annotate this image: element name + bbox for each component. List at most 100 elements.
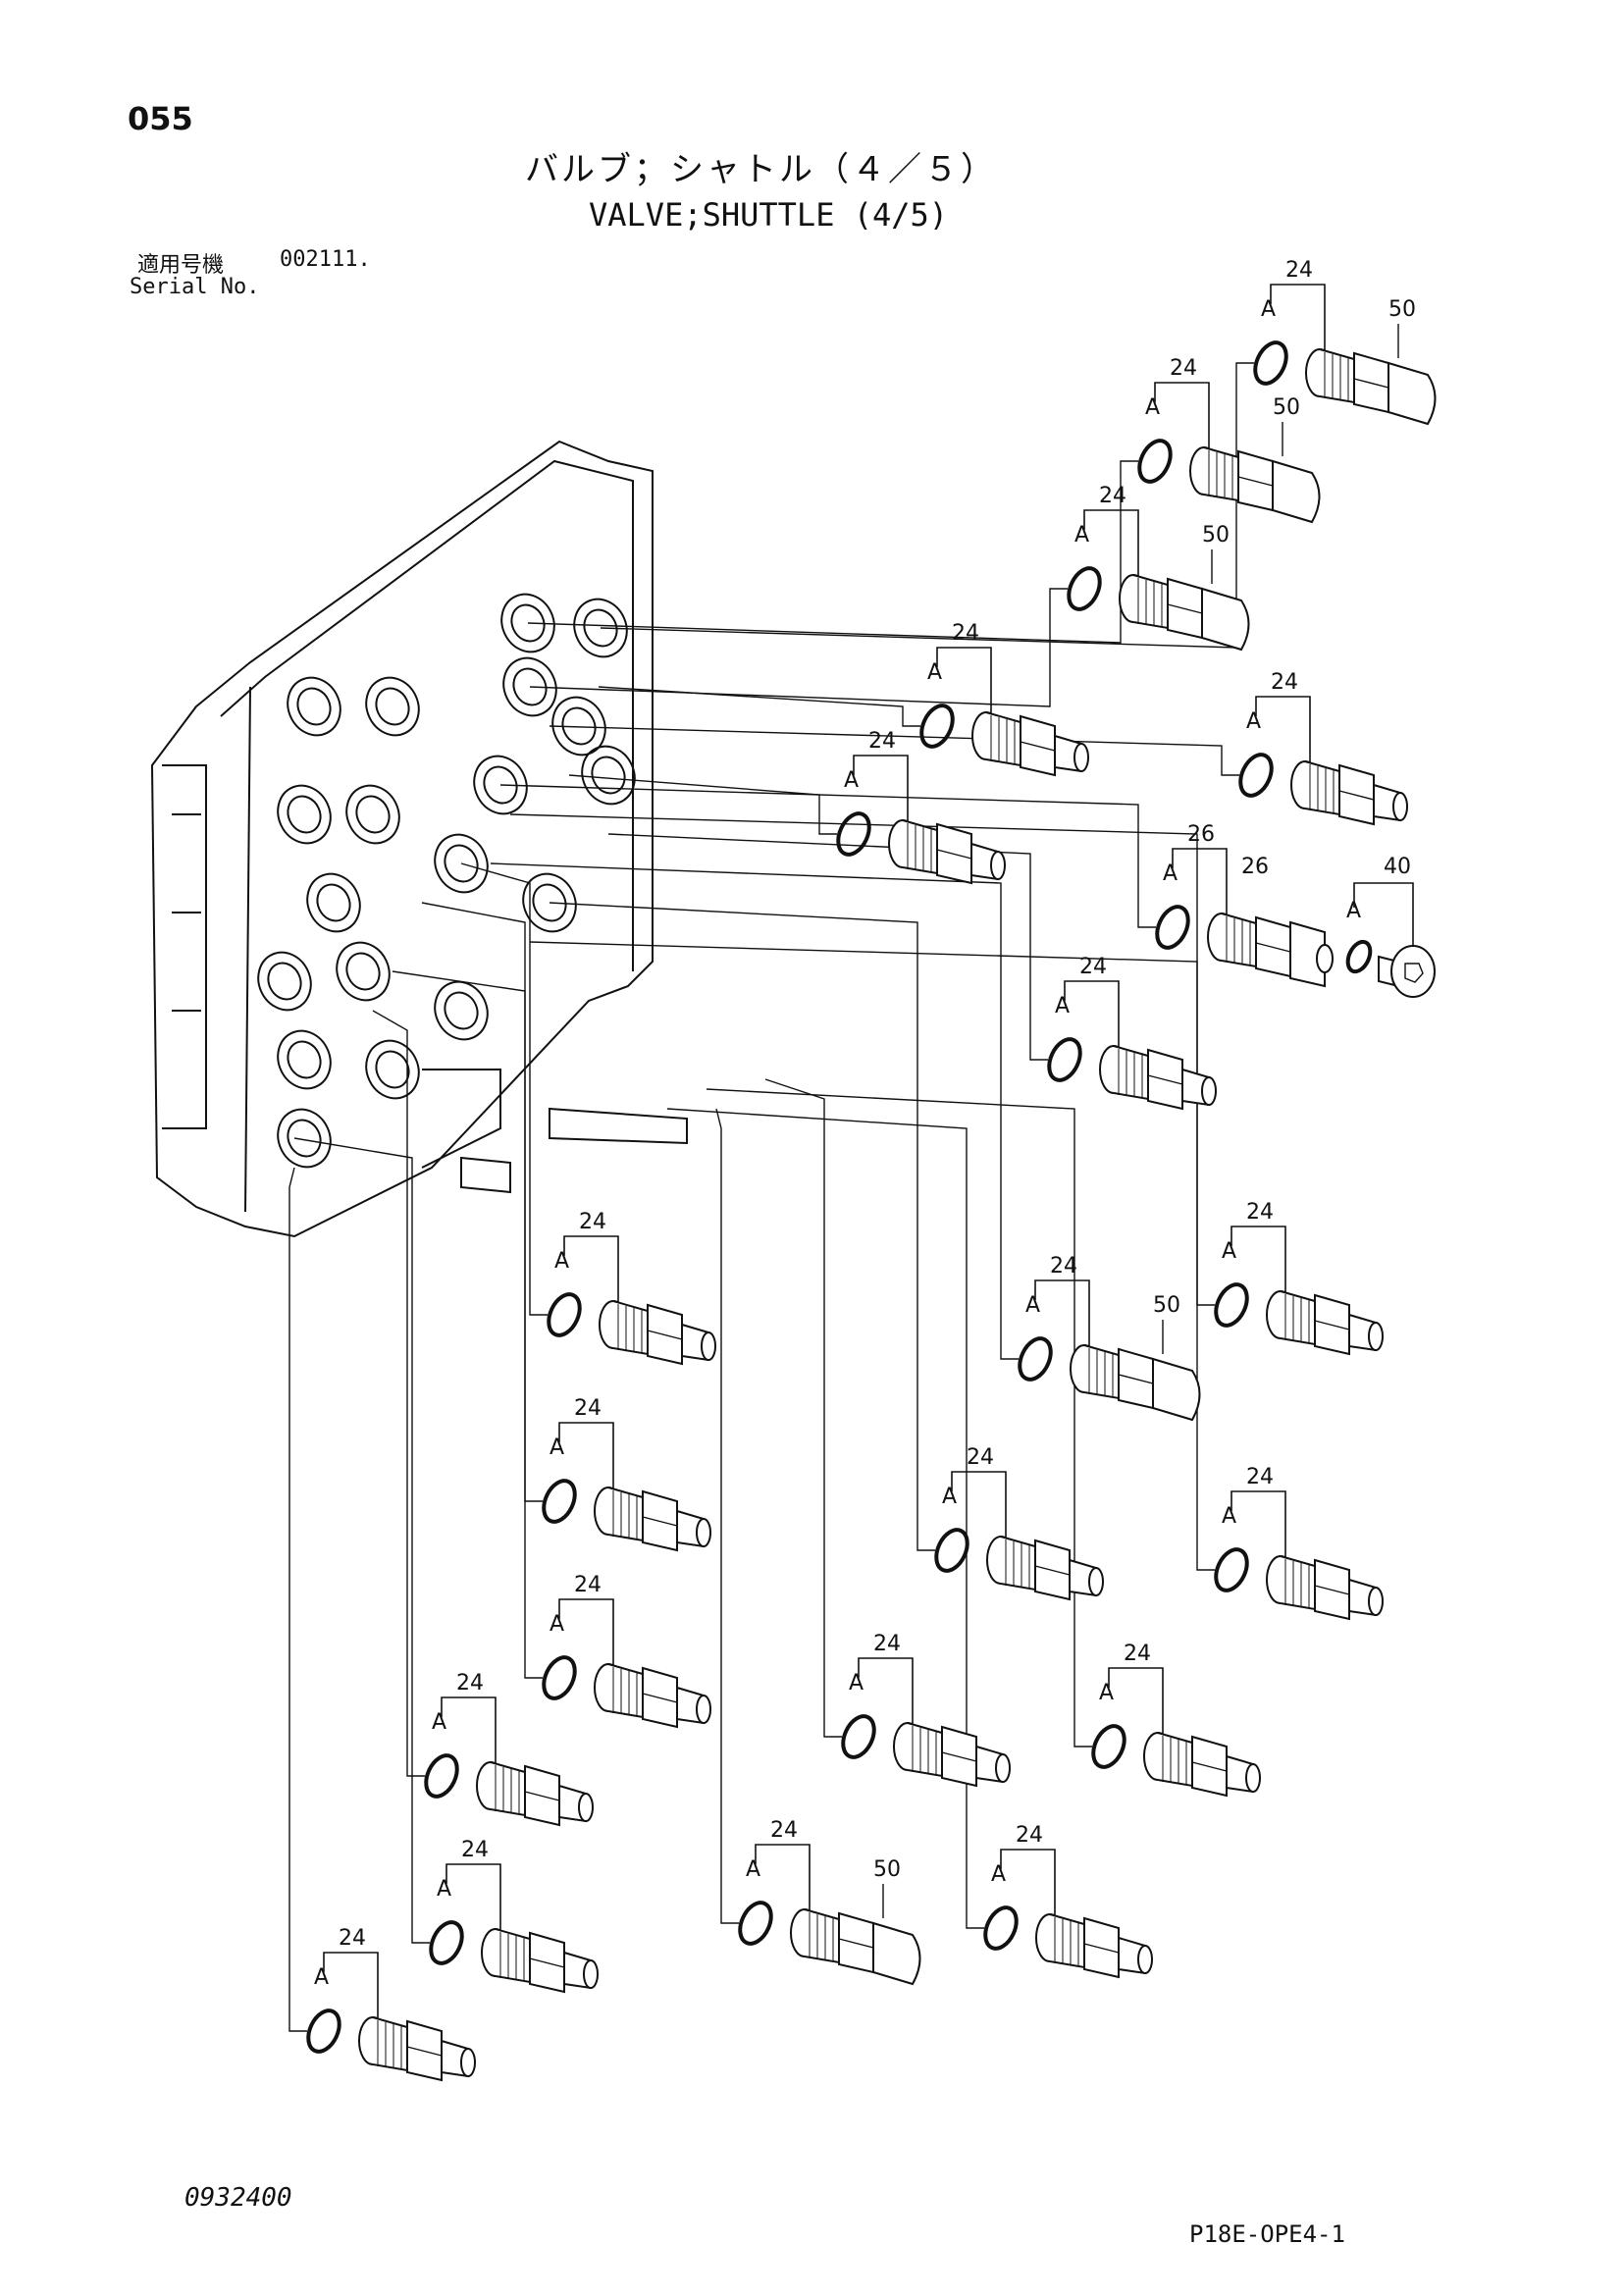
- port-outer: [345, 784, 400, 845]
- part-number-label: 24: [1246, 1465, 1274, 1489]
- port-inner: [375, 687, 410, 726]
- part-number-label: 24: [461, 1838, 489, 1862]
- part-number-label: 24: [868, 729, 896, 754]
- oring: [1018, 1336, 1053, 1382]
- port-outer: [434, 980, 489, 1041]
- hex-edge: [1338, 790, 1375, 801]
- leader-line: [666, 1108, 984, 1929]
- part-number-label: 24: [770, 1818, 798, 1843]
- part-number-label: 24: [873, 1632, 901, 1656]
- callout-bracket: [1000, 1849, 1056, 1918]
- callout-bracket: [1230, 1226, 1286, 1295]
- flare-tip: [578, 1793, 594, 1822]
- page-number: 055: [128, 100, 193, 137]
- port-outer: [257, 951, 312, 1012]
- part-number-label: 24: [1124, 1642, 1151, 1666]
- leader-line: [529, 588, 1068, 707]
- oring: [542, 1479, 577, 1524]
- fitting-assembly-f22: A24: [306, 1926, 476, 2082]
- title-japanese: バルブ；シャトル（４／５）: [525, 150, 997, 189]
- flare-tip: [701, 1331, 716, 1361]
- leader-line: [764, 1078, 842, 1738]
- fitting-assembly-f4: A24: [919, 621, 1089, 777]
- hex-edge: [1020, 741, 1056, 752]
- callout-bracket: [1255, 696, 1311, 765]
- part-number-label: 24: [967, 1445, 994, 1470]
- port-inner: [287, 1040, 322, 1079]
- callout-bracket: [1270, 284, 1326, 353]
- oring-label: A: [554, 1249, 569, 1274]
- hex-edge: [1167, 603, 1203, 614]
- port-inner: [532, 883, 567, 922]
- leader-line: [529, 941, 1215, 1571]
- flare-tip: [1245, 1763, 1261, 1793]
- part-number-label: 24: [1170, 356, 1197, 381]
- port-inner: [296, 687, 332, 726]
- callout-bracket: [563, 1235, 619, 1305]
- leader-line: [392, 970, 543, 1679]
- callout-bracket: [1154, 382, 1210, 451]
- oring-label: A: [437, 1877, 451, 1902]
- oring-label: A: [1099, 1681, 1114, 1705]
- flare-tip: [995, 1753, 1011, 1783]
- plug-part-label: 50: [1202, 523, 1230, 548]
- valve-body: [150, 440, 688, 1238]
- oring: [424, 1753, 459, 1799]
- port-inner: [267, 962, 302, 1001]
- oring: [547, 1292, 582, 1337]
- oring-label: A: [1163, 861, 1178, 886]
- plug-cap: [1152, 1357, 1201, 1422]
- port: [522, 872, 577, 933]
- port-outer: [365, 676, 420, 737]
- port-inner: [375, 1050, 410, 1089]
- callout-bracket: [1034, 1279, 1090, 1349]
- oring-label: A: [927, 660, 942, 685]
- oring-label: A: [849, 1671, 864, 1696]
- port-inner: [510, 603, 546, 643]
- port-outer: [277, 1029, 332, 1090]
- oring-label: A: [942, 1485, 957, 1509]
- hex-edge: [1314, 1320, 1350, 1331]
- hex-edge: [529, 1957, 565, 1968]
- leader-line: [706, 1088, 1092, 1748]
- hex-edge: [406, 2046, 443, 2057]
- part-number-label: 24: [1099, 484, 1126, 508]
- oring: [738, 1901, 773, 1946]
- port: [336, 941, 391, 1002]
- leader-line: [460, 862, 548, 1316]
- plug-cap: [1272, 459, 1321, 524]
- port: [277, 1108, 332, 1169]
- port-inner: [287, 1119, 322, 1158]
- callout-bracket: [441, 1696, 497, 1766]
- fitting-assembly-f14: A 24: [934, 1445, 1104, 1601]
- port-inner: [345, 952, 381, 991]
- leader-lines: [288, 362, 1254, 2032]
- hex-edge: [642, 1693, 678, 1703]
- callout-bracket: [936, 647, 992, 716]
- adapter-part-label: 26: [1241, 855, 1269, 879]
- oring: [1091, 1724, 1126, 1769]
- port: [287, 676, 341, 737]
- fitting-assembly-f13: A24: [542, 1573, 711, 1729]
- oring: [983, 1905, 1019, 1951]
- fitting-assembly-f11: A24: [547, 1210, 716, 1366]
- plug-bracket: [1353, 882, 1414, 947]
- hex-edge: [1118, 1374, 1154, 1384]
- flare-tip: [1368, 1587, 1384, 1616]
- hex-edge: [1191, 1761, 1228, 1772]
- leader-line: [549, 725, 1239, 776]
- part-number-label: 24: [1271, 670, 1298, 695]
- port-outer: [573, 598, 628, 658]
- oring: [1137, 439, 1173, 484]
- callout-bracket: [858, 1657, 914, 1727]
- part-number-label: 24: [1050, 1254, 1077, 1278]
- callout-bracket: [323, 1952, 379, 2021]
- port-inner: [561, 706, 597, 746]
- port: [345, 784, 400, 845]
- hex-edge: [1314, 1585, 1350, 1595]
- oring: [1047, 1037, 1082, 1082]
